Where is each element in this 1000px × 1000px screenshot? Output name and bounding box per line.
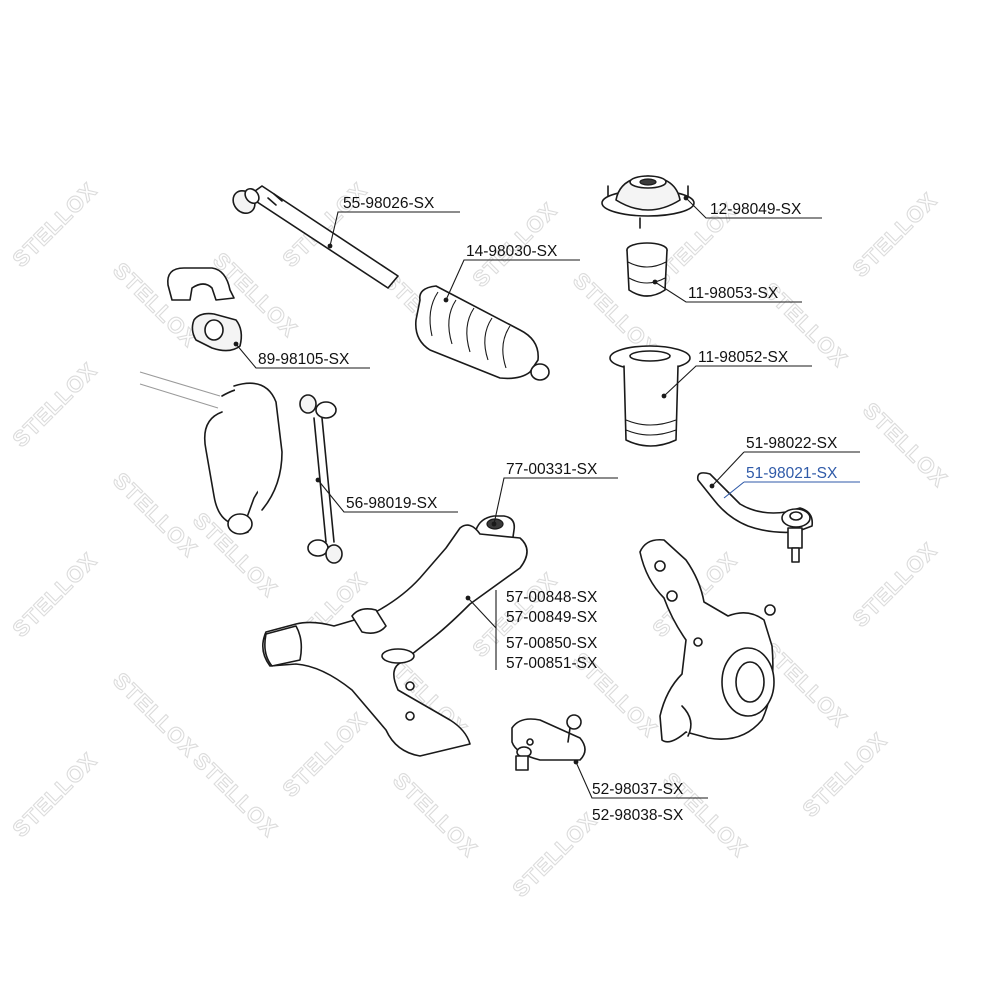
label-dust-boot: 11-98052-SX xyxy=(698,349,789,366)
watermark-logo-6: STELLOX xyxy=(8,748,102,842)
callout-steering-boot: 14-98030-SX xyxy=(443,243,580,303)
label-control-arm-4: 57-00851-SX xyxy=(506,655,598,672)
label-tie-rod: 55-98026-SX xyxy=(343,195,435,212)
watermark-logo-2: STELLOX xyxy=(8,358,102,452)
label-control-arm-1: 57-00848-SX xyxy=(506,589,598,606)
callout-tie-rod-end: 51-98022-SX 51-98021-SX xyxy=(709,435,860,499)
callout-bump-stop: 11-98053-SX xyxy=(652,279,802,303)
watermark-logo-5: STELLOX xyxy=(108,668,202,762)
callout-tie-rod: 55-98026-SX xyxy=(327,195,460,249)
dust-boot-part[interactable] xyxy=(609,345,691,447)
ball-joint-part[interactable] xyxy=(511,714,586,771)
label-strut-mount: 12-98049-SX xyxy=(710,201,802,218)
callout-arm-bushing: 77-00331-SX xyxy=(491,461,618,527)
label-tie-rod-end-left: 51-98021-SX xyxy=(746,465,838,482)
watermark-logo-29: STELLOX xyxy=(858,398,952,492)
tie-rod-end-part[interactable] xyxy=(696,472,814,563)
callout-stabilizer-bushing: 89-98105-SX xyxy=(233,341,370,369)
callout-stabilizer-link: 56-98019-SX xyxy=(315,477,458,513)
label-arm-bushing: 77-00331-SX xyxy=(506,461,598,478)
watermark-logo-24: STELLOX xyxy=(278,708,372,802)
lower-control-arm-part[interactable] xyxy=(262,524,528,757)
watermark-logo-28: STELLOX xyxy=(798,728,892,822)
label-steering-boot: 14-98030-SX xyxy=(466,243,558,260)
callout-dust-boot: 11-98052-SX xyxy=(661,349,812,399)
callout-control-arm: 57-00848-SX 57-00849-SX 57-00850-SX 57-0… xyxy=(465,589,598,672)
watermark-logo-26: STELLOX xyxy=(508,808,602,902)
stabilizer-bushing-part[interactable] xyxy=(167,267,243,352)
label-control-arm-2: 57-00849-SX xyxy=(506,609,598,626)
label-ball-joint-2: 52-98038-SX xyxy=(592,807,684,824)
stabilizer-link-part[interactable] xyxy=(299,394,343,564)
label-stabilizer-bushing: 89-98105-SX xyxy=(258,351,350,368)
strut-mount-part[interactable] xyxy=(601,175,695,229)
label-stabilizer-link: 56-98019-SX xyxy=(346,495,438,512)
callout-strut-mount: 12-98049-SX xyxy=(683,195,822,219)
watermark-logo-4: STELLOX xyxy=(8,548,102,642)
label-control-arm-3: 57-00850-SX xyxy=(506,635,598,652)
watermark-logo-3: STELLOX xyxy=(108,468,202,562)
bump-stop-part[interactable] xyxy=(626,242,668,297)
label-ball-joint-1: 52-98037-SX xyxy=(592,781,684,798)
stabilizer-bar-part[interactable] xyxy=(139,371,283,535)
watermark-logo-25: STELLOX xyxy=(388,768,482,862)
label-bump-stop: 11-98053-SX xyxy=(688,285,779,302)
callout-ball-joint: 52-98037-SX 52-98038-SX xyxy=(573,759,708,824)
watermark-logo-22: STELLOX xyxy=(848,538,942,632)
label-tie-rod-end-right: 51-98022-SX xyxy=(746,435,838,452)
steering-knuckle-part[interactable] xyxy=(639,538,776,743)
inner-tie-rod-part[interactable] xyxy=(229,185,399,289)
steering-boot-part[interactable] xyxy=(414,285,550,381)
watermark-logo-14: STELLOX xyxy=(848,188,942,282)
watermark-logo-23: STELLOX xyxy=(188,748,282,842)
watermark-logo-0: STELLOX xyxy=(8,178,102,272)
